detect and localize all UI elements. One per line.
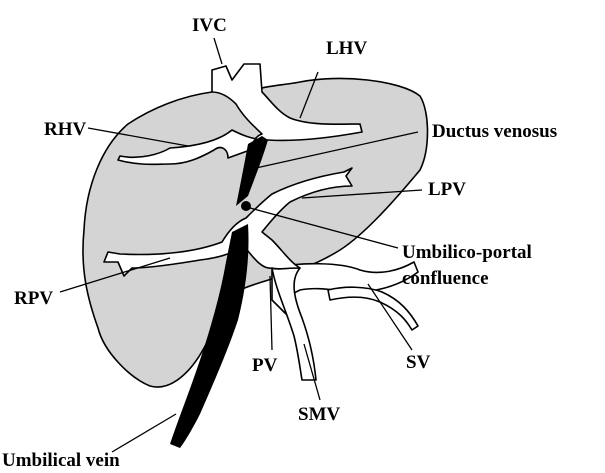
label-lhv: LHV (326, 38, 367, 59)
leader-ivc (214, 38, 222, 64)
leader-umbilical-vein (112, 414, 176, 452)
label-rhv: RHV (44, 119, 87, 140)
label-rpv: RPV (14, 288, 53, 309)
label-umbilical-vein: Umbilical vein (2, 450, 120, 471)
label-umbilico-portal-1: Umbilico-portal (402, 242, 532, 263)
label-ductus-venosus: Ductus venosus (432, 121, 557, 142)
label-ivc: IVC (192, 15, 227, 36)
label-lpv: LPV (428, 179, 466, 200)
confluence-dot (241, 201, 251, 211)
splenic-branch-shape (328, 287, 418, 330)
label-pv: PV (252, 355, 278, 376)
label-smv: SMV (298, 404, 341, 425)
label-sv: SV (406, 352, 431, 373)
label-umbilico-portal-2: confluence (402, 268, 489, 289)
